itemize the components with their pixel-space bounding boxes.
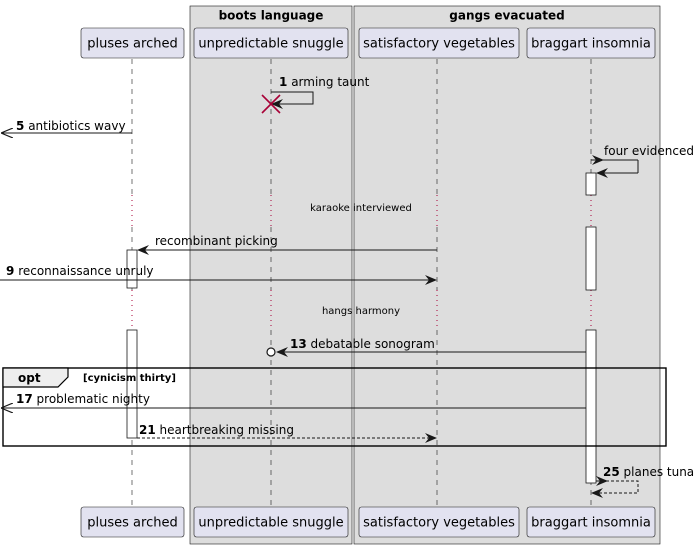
delay-label-karaoke: karaoke interviewed (310, 203, 412, 214)
message-number: 1 (279, 75, 287, 89)
svg-text:17 problematic nighty: 17 problematic nighty (16, 392, 150, 406)
delay-label-hangs: hangs harmony (322, 306, 400, 317)
box-title-gangs-evacuated: gangs evacuated (449, 9, 564, 23)
participant-label: braggart insomnia (531, 37, 651, 52)
participant-pluses-arched: pluses arched (80, 27, 185, 59)
message-planes-tuna: 25 planes tuna (591, 465, 694, 498)
message-number: 25 (603, 465, 620, 479)
message-text: reconnaissance unruly (18, 264, 153, 278)
svg-text:25 planes tuna: 25 planes tuna (603, 465, 694, 479)
message-text: planes tuna (624, 465, 694, 479)
message-text: recombinant picking (155, 234, 278, 248)
fragment-keyword: opt (18, 371, 41, 385)
participant-braggart-insomnia: braggart insomnia (526, 27, 656, 59)
svg-text:5 antibiotics wavy: 5 antibiotics wavy (16, 119, 126, 133)
svg-text:13 debatable sonogram: 13 debatable sonogram (290, 337, 435, 351)
message-arming-taunt: 1 arming taunt (271, 75, 370, 109)
message-heartbreaking-missing: 21 heartbreaking missing (137, 423, 437, 443)
message-text: four evidenced (604, 144, 694, 158)
activation-braggart (585, 329, 597, 484)
message-four-evidenced: four evidenced (591, 144, 694, 178)
message-text: arming taunt (291, 75, 369, 89)
message-text: antibiotics wavy (28, 119, 125, 133)
message-number: 17 (16, 392, 33, 406)
activation-pluses (126, 249, 138, 289)
fragment-condition: [cynicism thirty] (83, 373, 176, 384)
destroy-icon (261, 94, 281, 114)
message-reconnaissance-unruly: 9 reconnaissance unruly (0, 264, 437, 285)
message-number: 21 (139, 423, 156, 437)
participant-pluses-arched-footer: pluses arched (80, 506, 185, 538)
activation-braggart (585, 172, 597, 196)
participant-unpredictable-snuggle: unpredictable snuggle (193, 27, 349, 59)
lost-circle-icon (266, 347, 276, 357)
participant-unpredictable-snuggle-footer: unpredictable snuggle (193, 506, 349, 538)
activation-braggart (585, 226, 597, 291)
svg-text:1 arming taunt: 1 arming taunt (279, 75, 370, 89)
participant-satisfactory-vegetables-footer: satisfactory vegetables (358, 506, 520, 538)
participant-braggart-insomnia-footer: braggart insomnia (526, 506, 656, 538)
message-number: 9 (6, 264, 14, 278)
box-title-boots-language: boots language (219, 9, 324, 23)
message-number: 5 (16, 119, 24, 133)
activation-pluses (126, 329, 138, 439)
message-problematic-nighty: 17 problematic nighty (2, 392, 586, 408)
message-text: debatable sonogram (311, 337, 435, 351)
participant-label: braggart insomnia (531, 516, 651, 531)
message-text: problematic nighty (37, 392, 150, 406)
participant-label: pluses arched (87, 37, 177, 52)
participant-label: satisfactory vegetables (363, 516, 515, 531)
svg-text:9 reconnaissance unruly: 9 reconnaissance unruly (6, 264, 154, 278)
box-gangs-evacuated (353, 5, 661, 545)
participant-satisfactory-vegetables: satisfactory vegetables (358, 27, 520, 59)
message-debatable-sonogram: 13 debatable sonogram (266, 337, 586, 357)
delay-dots (131, 195, 592, 330)
svg-text:21 heartbreaking missing: 21 heartbreaking missing (139, 423, 294, 437)
participant-label: satisfactory vegetables (363, 37, 515, 52)
message-text: heartbreaking missing (160, 423, 294, 437)
message-antibiotics-wavy: 5 antibiotics wavy (2, 119, 132, 133)
message-recombinant-picking: recombinant picking (137, 234, 437, 255)
message-number: 13 (290, 337, 307, 351)
participant-label: unpredictable snuggle (198, 37, 343, 52)
participant-label: unpredictable snuggle (198, 516, 343, 531)
participant-label: pluses arched (87, 516, 177, 531)
